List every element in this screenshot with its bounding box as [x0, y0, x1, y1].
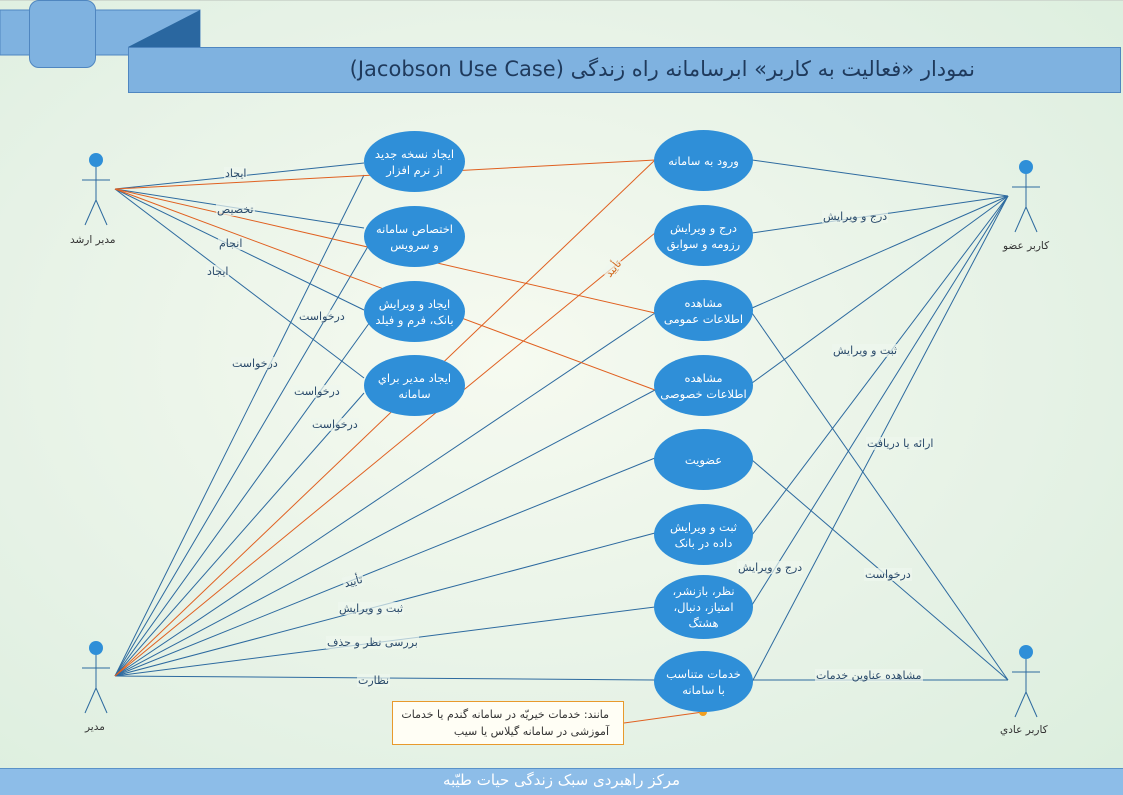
edge-label: درخواست	[231, 357, 279, 370]
usecase-create-bank: ایجاد و ویرایش بانک، فرم و فیلد	[364, 281, 465, 342]
actor-label-regular-user: کاربر عادي	[1000, 724, 1048, 736]
edge-label: ایجاد	[224, 167, 248, 180]
edge-label: درخواست	[864, 568, 912, 581]
edge-label: مشاهده عناوین خدمات	[815, 669, 923, 682]
actor-senior-admin	[82, 153, 110, 226]
actor-regular-user	[1012, 645, 1040, 718]
edge	[114, 457, 656, 677]
actor-admin	[82, 641, 110, 714]
edge-label: ثبت و ویرایش	[832, 344, 899, 357]
usecase-resume: درج و ویرایش رزومه و سوابق	[654, 205, 753, 266]
usecase-new-version: ایجاد نسخه جدید از نرم افزار	[364, 131, 465, 192]
edge	[114, 389, 656, 677]
edge-label: درج و ویرایش	[822, 210, 889, 223]
edge	[751, 195, 1009, 384]
usecase-public-info: مشاهده اطلاعات عمومی	[654, 280, 753, 341]
edge-orange	[114, 232, 656, 677]
edge-label: درخواست	[293, 385, 341, 398]
edge-label: نظارت	[357, 674, 391, 687]
usecase-services: خدمات متناسب با سامانه	[654, 651, 753, 712]
title-bar: نمودار «فعالیت به کاربر» ابرسامانه راه ز…	[128, 47, 1121, 93]
logo-box	[29, 0, 96, 68]
usecase-assign-service: اختصاص سامانه و سرویس	[364, 206, 465, 267]
actor-label-admin: مدیر	[85, 721, 105, 733]
example-note: مانند: خدمات خیریّه در سامانه گندم یا خد…	[392, 701, 624, 745]
usecase-comments: نظر، بازنشر، امتیاز، دنبال، هشتگ	[654, 575, 753, 639]
edge-label: ثبت و ویرایش	[338, 602, 405, 615]
edge	[114, 242, 371, 677]
usecase-login: ورود به سامانه	[654, 130, 753, 191]
diagram-title: نمودار «فعالیت به کاربر» ابرسامانه راه ز…	[349, 57, 975, 81]
footer-bar: مرکز راهبردی سبک زندگی حیات طیّبه	[0, 768, 1123, 795]
usecase-membership: عضویت	[654, 429, 753, 490]
edge-label: تخصیص	[216, 203, 255, 216]
edge-label: درخواست	[311, 418, 359, 431]
actor-label-senior-admin: مدیر ارشد	[70, 234, 116, 246]
edge	[751, 195, 1009, 309]
edge-label: ایجاد	[206, 265, 230, 278]
usecase-private-info: مشاهده اطلاعات خصوصی	[654, 355, 753, 416]
usecase-create-admin: ایجاد مدیر براي سامانه	[364, 355, 465, 416]
footer-text: مرکز راهبردی سبک زندگی حیات طیّبه	[442, 771, 681, 789]
edge-label: ارائه یا دریافت	[866, 437, 935, 450]
edge-label: انجام	[218, 237, 244, 250]
edge	[114, 312, 656, 677]
edge-label: درخواست	[298, 310, 346, 323]
edge-label: درج و ویرایش	[737, 561, 804, 574]
edge	[751, 159, 1009, 197]
edge-orange	[114, 159, 656, 677]
usecase-bank-data: ثبت و ویرایش داده در بانک	[654, 504, 753, 565]
edge	[751, 195, 1009, 606]
actor-label-member: کاربر عضو	[1003, 240, 1050, 252]
edge	[114, 392, 365, 677]
note-connector	[623, 711, 704, 724]
edge	[114, 321, 371, 677]
edge	[114, 174, 365, 677]
edge	[114, 188, 365, 379]
edge	[751, 312, 1009, 681]
actor-member	[1012, 160, 1040, 233]
edge-label: بررسی نظر و حذف	[326, 636, 419, 649]
edge	[751, 195, 1009, 536]
